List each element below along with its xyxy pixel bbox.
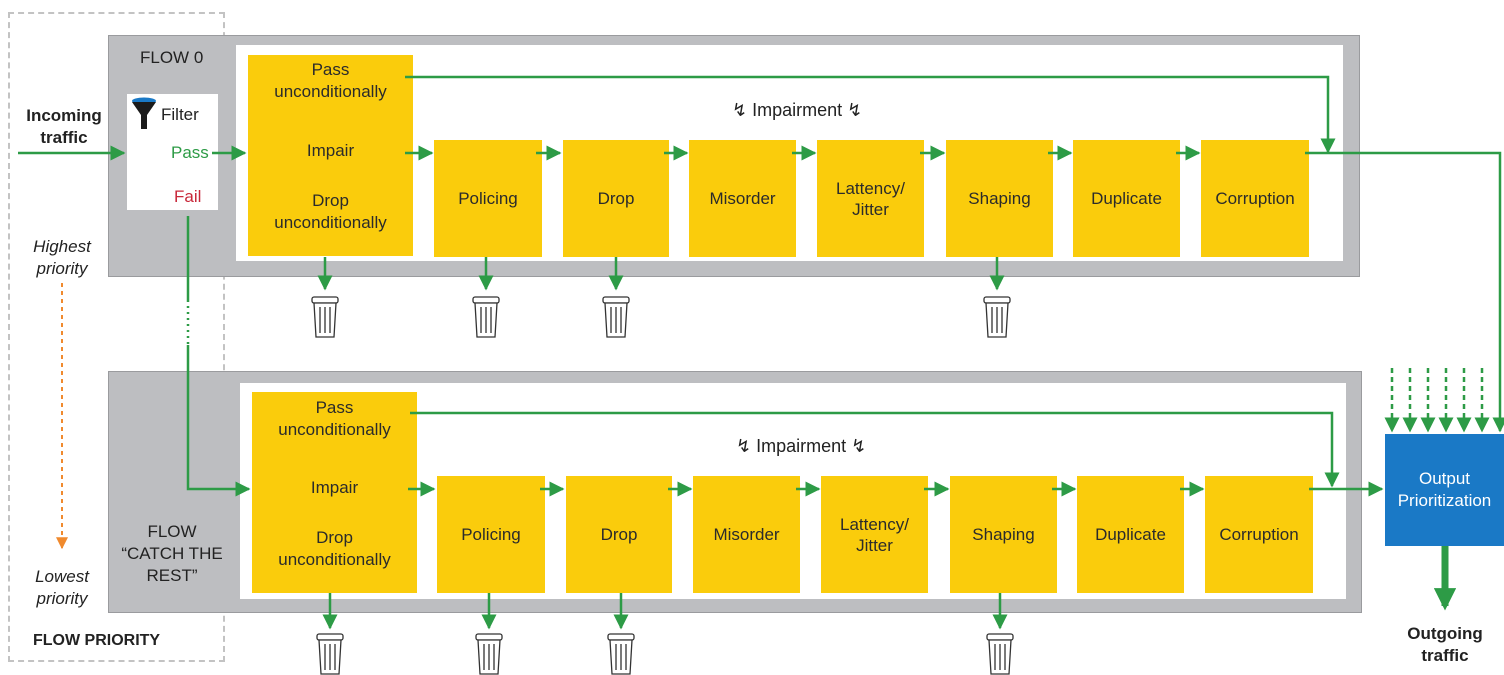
- flow-1-stage-corruption: Corruption: [1205, 476, 1313, 593]
- option-text: Pass: [315, 398, 354, 417]
- trash-icon: [983, 296, 1011, 338]
- flow-0-title: FLOW 0: [140, 48, 204, 67]
- impairment-text: Impairment: [752, 100, 843, 120]
- outgoing-line: traffic: [1421, 646, 1469, 665]
- incoming-line: traffic: [40, 128, 88, 147]
- option-text: unconditionally: [278, 420, 391, 439]
- stage-text: Lattency/: [840, 514, 909, 534]
- option-pass: Pass unconditionally: [252, 397, 417, 441]
- trash-icon: [986, 633, 1014, 675]
- priority-line: Highest: [33, 237, 91, 256]
- trash-icon: [472, 296, 500, 338]
- pass-unconditional-arrow: [410, 411, 1340, 488]
- flow-title-line: “CATCH THE: [121, 544, 223, 563]
- lowest-priority-label: Lowest priority: [14, 566, 110, 610]
- flow-1-impairment-label: ↯ Impairment ↯: [736, 435, 866, 457]
- flow-0-options-box: Pass unconditionally Impair Drop uncondi…: [248, 55, 413, 256]
- lightning-icon: ↯: [846, 436, 867, 456]
- lightning-icon: ↯: [842, 100, 863, 120]
- trash-icon: [602, 296, 630, 338]
- flow-0-stage-drop: Drop: [563, 140, 669, 257]
- flow-1-stage-shaping: Shaping: [950, 476, 1057, 593]
- flow-0-stage-policing: Policing: [434, 140, 542, 257]
- flow-1-stage-policing: Policing: [437, 476, 545, 593]
- option-pass: Pass unconditionally: [248, 59, 413, 103]
- funnel-icon: [131, 97, 161, 131]
- option-text: Drop: [312, 191, 349, 210]
- impairment-text: Impairment: [756, 436, 847, 456]
- flow-0-stage-latency: Lattency/ Jitter: [817, 140, 924, 257]
- flow-title-line: FLOW: [147, 522, 197, 541]
- filter-fail-label: Fail: [174, 187, 202, 206]
- priority-line: priority: [36, 589, 88, 608]
- option-text: unconditionally: [274, 213, 387, 232]
- trash-icon: [316, 633, 344, 675]
- filter-label: Filter: [161, 105, 199, 124]
- pass-unconditional-arrow: [405, 75, 1336, 154]
- flow-title-line: REST”: [146, 566, 198, 585]
- option-drop: Drop unconditionally: [248, 190, 413, 234]
- outgoing-traffic-label: Outgoing traffic: [1390, 623, 1500, 667]
- outgoing-line: Outgoing: [1407, 624, 1483, 643]
- flow-priority-caption: FLOW PRIORITY: [33, 632, 161, 649]
- output-prioritization-box: Output Prioritization: [1385, 434, 1504, 546]
- flow-0-stage-misorder: Misorder: [689, 140, 796, 257]
- option-impair: Impair: [306, 141, 355, 160]
- incoming-traffic-label: Incoming traffic: [10, 105, 118, 149]
- flow-1-stage-duplicate: Duplicate: [1077, 476, 1184, 593]
- flow-1-stage-misorder: Misorder: [693, 476, 800, 593]
- stage-text: Jitter: [856, 535, 893, 555]
- output-text: Prioritization: [1397, 491, 1492, 510]
- lightning-icon: ↯: [732, 100, 753, 120]
- priority-line: priority: [36, 259, 88, 278]
- flow-0-output-arrow: [1305, 151, 1504, 433]
- incoming-line: Incoming: [26, 106, 102, 125]
- stage-text: Lattency/: [836, 178, 905, 198]
- lightning-icon: ↯: [736, 436, 757, 456]
- flow-1-options-box: Pass unconditionally Impair Drop uncondi…: [252, 392, 417, 593]
- stage-text: Jitter: [852, 199, 889, 219]
- flow-0-stage-shaping: Shaping: [946, 140, 1053, 257]
- trash-icon: [475, 633, 503, 675]
- trash-icon: [607, 633, 635, 675]
- priority-line: Lowest: [35, 567, 89, 586]
- flow-priority-frame: [8, 12, 225, 662]
- flow-1-stage-latency: Lattency/ Jitter: [821, 476, 928, 593]
- option-drop: Drop unconditionally: [252, 527, 417, 571]
- flow-0-impairment-label: ↯ Impairment ↯: [732, 99, 862, 121]
- option-text: unconditionally: [278, 550, 391, 569]
- option-text: Drop: [316, 528, 353, 547]
- output-text: Output: [1418, 469, 1471, 488]
- flow-0-stage-corruption: Corruption: [1201, 140, 1309, 257]
- option-text: Pass: [311, 60, 350, 79]
- fail-arrow: [186, 345, 251, 497]
- option-impair: Impair: [310, 478, 359, 497]
- option-text: unconditionally: [274, 82, 387, 101]
- flow-0-stage-duplicate: Duplicate: [1073, 140, 1180, 257]
- trash-icon: [311, 296, 339, 338]
- flow-catch-rest-title: FLOW “CATCH THE REST”: [112, 521, 232, 587]
- highest-priority-label: Highest priority: [14, 236, 110, 280]
- flow-1-stage-drop: Drop: [566, 476, 672, 593]
- filter-pass-label: Pass: [171, 143, 209, 162]
